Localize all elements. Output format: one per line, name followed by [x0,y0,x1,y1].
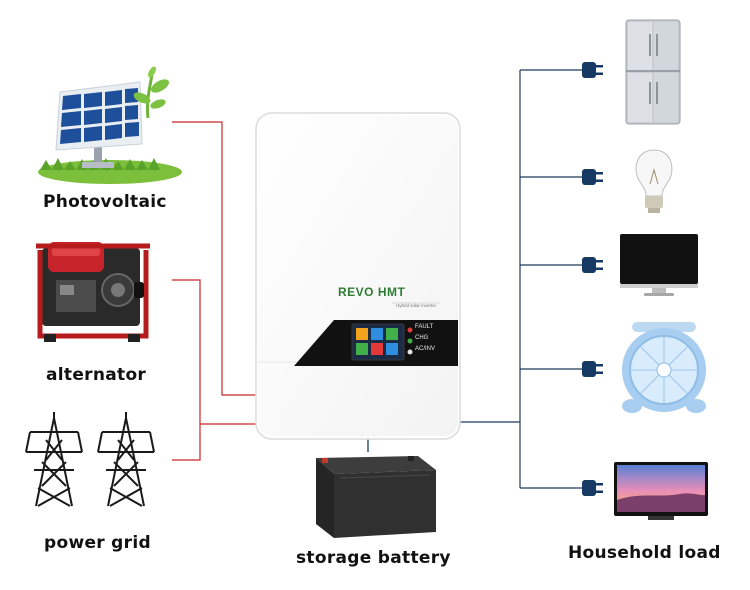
fan-icon [622,322,706,413]
battery-label: storage battery [296,548,451,568]
tv-icon [614,462,708,520]
inverter-subtitle: Hybrid solar inverter [396,303,437,308]
monitor-icon [620,234,698,296]
inverter-brand: REVO HMT [338,285,406,299]
plug-icon [582,257,603,273]
plug-icon [582,361,603,377]
inverter-unit [255,112,461,440]
indicator-fault: FAULT [415,324,434,330]
battery-icon [316,456,436,538]
source-label-alternator: alternator [46,365,147,385]
plug-icon [582,169,603,185]
indicator-acinv: AC/INV [415,346,436,352]
plug-icon [582,480,603,496]
light-bulb-icon [635,149,673,213]
plug-icons [582,62,603,496]
solar-panel-icon [38,66,182,184]
indicator-chg: CHG [415,335,429,341]
refrigerator-icon [625,19,681,125]
source-label-power-grid: power grid [44,533,151,553]
source-label-photovoltaic: Photovoltaic [43,192,167,212]
power-tower-icon [25,412,155,507]
plug-icon [582,62,603,78]
household-load-label: Household load [568,543,721,563]
generator-icon [36,242,150,342]
